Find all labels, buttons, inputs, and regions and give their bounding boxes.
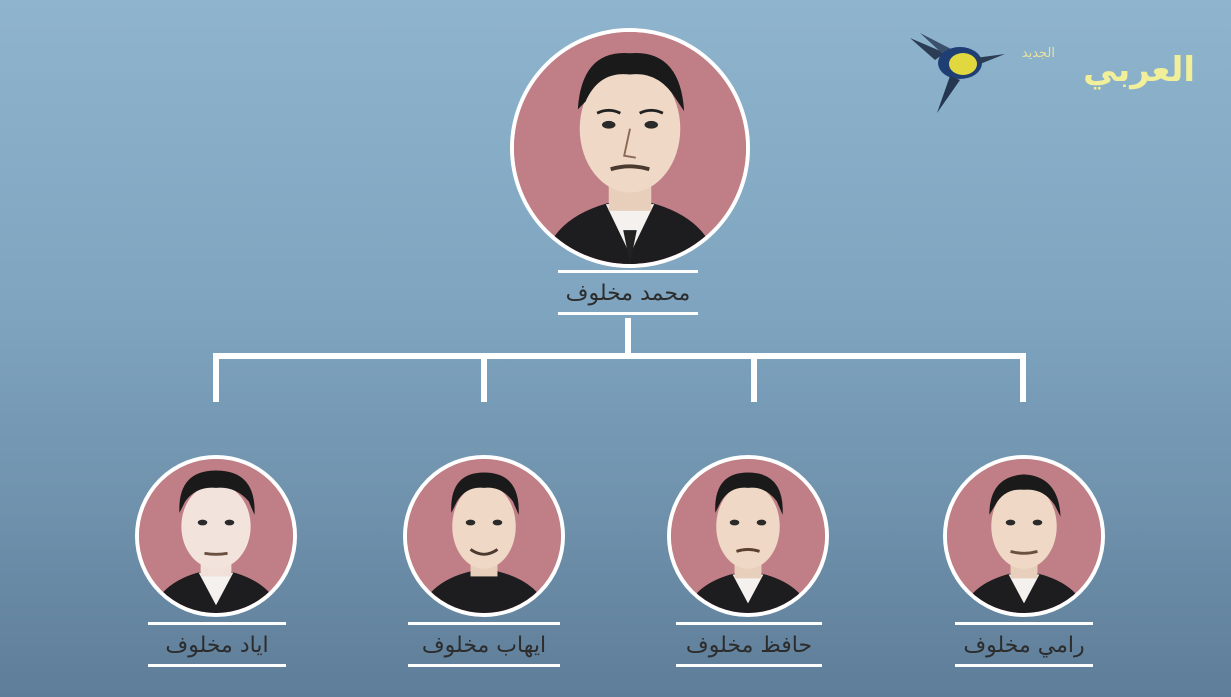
portrait-icon <box>514 32 746 264</box>
name-rule-top <box>408 622 560 625</box>
portrait-icon <box>671 459 825 613</box>
name-rule-bottom <box>676 664 822 667</box>
name-rule-top <box>558 270 698 273</box>
child-name-hafez: حافظ مخلوف <box>685 633 813 658</box>
portrait-icon <box>407 459 561 613</box>
child-name-block-hafez: حافظ مخلوف <box>676 622 822 668</box>
name-rule-bottom <box>408 664 560 667</box>
root-name-block: محمد مخلوف <box>558 270 698 316</box>
root-name: محمد مخلوف <box>565 281 691 306</box>
child-portrait-hafez <box>667 455 829 617</box>
alaraby-logo: الجديد العربي <box>905 28 1205 118</box>
logo-tagline: الجديد <box>1021 46 1055 61</box>
child-name-block-ihab: ايهاب مخلوف <box>408 622 560 668</box>
child-name-rami: رامي مخلوف <box>963 633 1085 658</box>
child-portrait-iyad <box>135 455 297 617</box>
child-name-ihab: ايهاب مخلوف <box>421 633 547 658</box>
name-rule-top <box>676 622 822 625</box>
portrait-icon <box>947 459 1101 613</box>
bird-logo-icon <box>910 33 1005 113</box>
name-rule-bottom <box>148 664 286 667</box>
child-name-block-iyad: اياد مخلوف <box>148 622 286 668</box>
root-portrait <box>510 28 750 268</box>
logo-wordmark: العربي <box>1083 50 1195 90</box>
name-rule-bottom <box>558 312 698 315</box>
name-rule-bottom <box>955 664 1093 667</box>
name-rule-top <box>955 622 1093 625</box>
portrait-icon <box>139 459 293 613</box>
name-rule-top <box>148 622 286 625</box>
child-name-iyad: اياد مخلوف <box>165 633 269 658</box>
child-portrait-ihab <box>403 455 565 617</box>
child-portrait-rami <box>943 455 1105 617</box>
child-name-block-rami: رامي مخلوف <box>955 622 1093 668</box>
